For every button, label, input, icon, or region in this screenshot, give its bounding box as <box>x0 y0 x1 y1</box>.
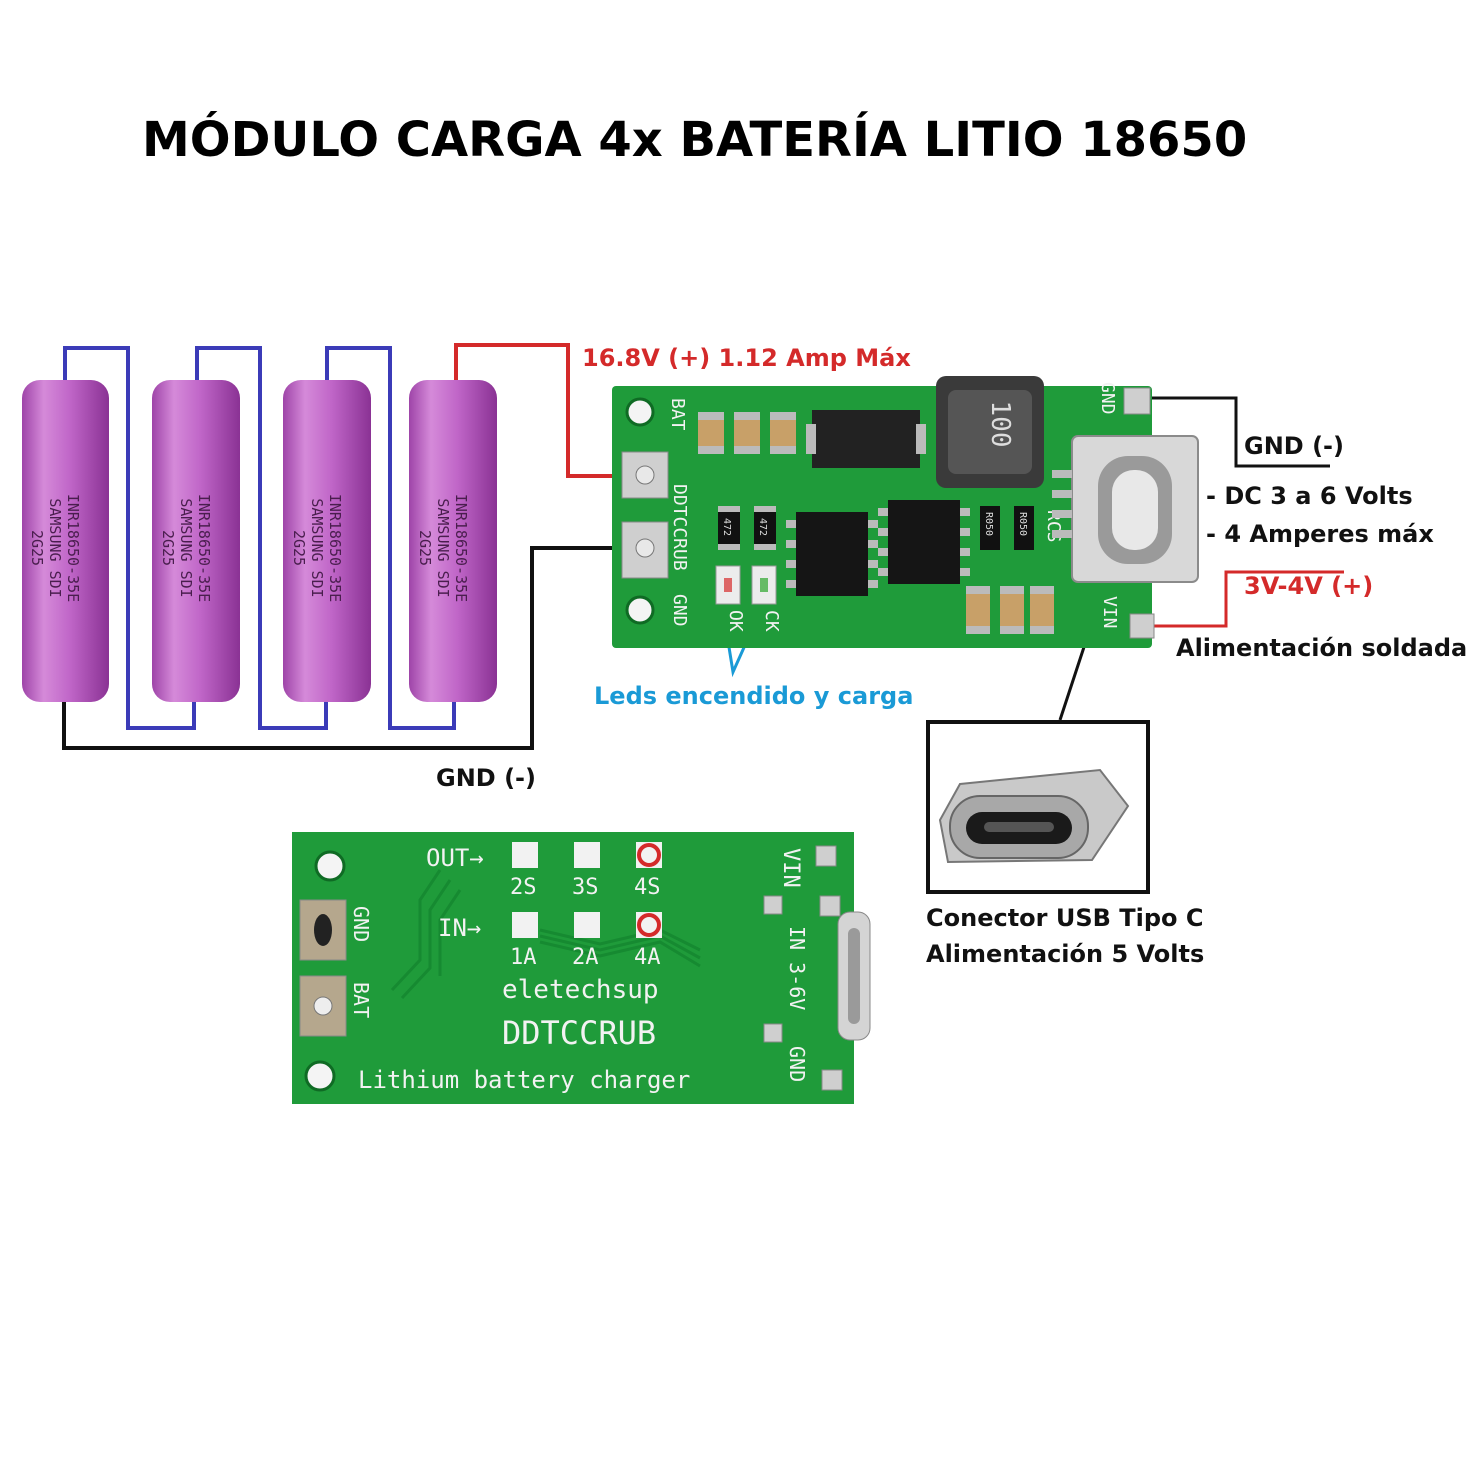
positive-wire <box>454 343 640 478</box>
bottom-gnd-right-label: GND <box>785 1046 809 1082</box>
model-label: DDTCCRUB <box>502 1014 656 1052</box>
board-gnd-right-label: GND <box>1097 382 1118 415</box>
link-wire-2 <box>195 346 328 730</box>
vin-wire <box>1145 570 1344 628</box>
battery-1-model: INR18650-35E <box>64 494 82 602</box>
board-bat-label: BAT <box>667 398 688 431</box>
charger-board-top: BAT DDTCCRUB GND 100 472 472 OK CK <box>612 376 1199 648</box>
gnd-pad-bottom-right <box>821 1069 843 1091</box>
current-2a: 2A <box>572 945 599 970</box>
page-title: MÓDULO CARGA 4x BATERÍA LITIO 18650 <box>142 112 1248 168</box>
usb-label-line1: Conector USB Tipo C <box>926 904 1204 932</box>
board-gnd-left-label: GND <box>669 594 690 627</box>
ic-chip-1 <box>786 512 878 596</box>
resistor-472-a <box>718 510 740 546</box>
battery-4: INR18650-35E SAMSUNG SDI 2G25 <box>409 380 497 702</box>
battery-3-model: INR18650-35E <box>326 494 344 602</box>
led-ck <box>751 565 777 605</box>
capacitors-bottom <box>966 586 1054 634</box>
series-wires <box>63 346 456 730</box>
desc-label: Lithium battery charger <box>358 1066 690 1094</box>
amps-max-label: - 4 Amperes máx <box>1206 520 1434 548</box>
jumper-2a <box>574 912 600 938</box>
mount-hole <box>625 397 655 427</box>
battery-pack: INR18650-35E SAMSUNG SDI 2G25 INR18650-3… <box>22 380 497 702</box>
charger-board-bottom: GND BAT OUT→ 2S 3S 4S IN→ 1A 2A 4A elete… <box>292 832 871 1104</box>
battery-3: INR18650-35E SAMSUNG SDI 2G25 <box>283 380 371 702</box>
resistor-r050-b <box>1014 506 1034 550</box>
brand-label: eletechsup <box>502 975 659 1005</box>
output-4s: 4S <box>634 875 661 900</box>
link-wire-1 <box>63 346 196 730</box>
resistor-r050-a-label: R050 <box>983 512 994 536</box>
resistor-r050-a <box>980 506 1000 550</box>
mount-hole <box>314 850 346 882</box>
bottom-vin-label: VIN <box>778 848 803 888</box>
battery-2-model: INR18650-35E <box>195 494 213 602</box>
in-label: IN→ <box>438 914 481 942</box>
gnd-top-label: GND (-) <box>1244 432 1344 460</box>
battery-1-brand: SAMSUNG SDI <box>46 498 64 597</box>
usb-c-inset <box>926 720 1150 894</box>
gnd-top-wire <box>1140 396 1330 468</box>
ic-chip-2 <box>878 500 970 584</box>
board-name-label: DDTCCRUB <box>669 484 690 571</box>
vin-pad-bottom <box>815 845 837 867</box>
bottom-in-range-label: IN 3-6V <box>785 926 809 1010</box>
negative-wire <box>62 546 640 750</box>
bat-positive-label: 16.8V (+) 1.12 Amp Máx <box>582 344 911 372</box>
bottom-gnd-label: GND <box>349 906 373 942</box>
gnd-pad-right <box>1123 387 1151 415</box>
output-2s: 2S <box>510 875 537 900</box>
battery-2: INR18650-35E SAMSUNG SDI 2G25 <box>152 380 240 702</box>
battery-2-code: 2G25 <box>159 530 177 566</box>
board-vin-label: VIN <box>1099 596 1120 629</box>
jumper-4a-marker <box>637 913 661 937</box>
diode <box>812 410 920 468</box>
capacitors-top <box>698 412 796 454</box>
resistor-472-b <box>754 510 776 546</box>
battery-4-brand: SAMSUNG SDI <box>434 498 452 597</box>
mount-hole <box>304 1060 336 1092</box>
output-3s: 3S <box>572 875 599 900</box>
link-wire-3 <box>325 346 456 730</box>
vin-range-label: 3V-4V (+) <box>1244 572 1374 600</box>
mount-hole <box>625 595 655 625</box>
battery-4-code: 2G25 <box>416 530 434 566</box>
dc-range-label: - DC 3 a 6 Volts <box>1206 482 1413 510</box>
resistor-r050-b-label: R050 <box>1017 512 1028 536</box>
resistor-472-a-label: 472 <box>721 518 732 536</box>
battery-1-code: 2G25 <box>28 530 46 566</box>
vin-pad <box>1129 613 1155 639</box>
battery-2-brand: SAMSUNG SDI <box>177 498 195 597</box>
battery-1: INR18650-35E SAMSUNG SDI 2G25 <box>22 380 109 702</box>
usb-label-line2: Alimentación 5 Volts <box>926 940 1205 968</box>
jumper-1a <box>512 912 538 938</box>
battery-4-model: INR18650-35E <box>452 494 470 602</box>
bottom-bat-label: BAT <box>349 982 373 1018</box>
current-4a: 4A <box>634 945 661 970</box>
jumper-2s <box>512 842 538 868</box>
out-label: OUT→ <box>426 844 484 872</box>
resistor-472-b-label: 472 <box>757 518 768 536</box>
led-ck-label: CK <box>761 610 782 632</box>
gnd-bottom-label: GND (-) <box>436 764 536 792</box>
pcb-traces <box>390 869 701 1000</box>
leds-label: Leds encendido y carga <box>594 682 914 710</box>
led-ok-label: OK <box>725 610 746 632</box>
jumper-3s <box>574 842 600 868</box>
jumper-4s-marker <box>637 843 661 867</box>
current-1a: 1A <box>510 945 537 970</box>
battery-3-brand: SAMSUNG SDI <box>308 498 326 597</box>
inductor-label: 100 <box>985 401 1015 448</box>
battery-3-code: 2G25 <box>290 530 308 566</box>
soldered-power-label: Alimentación soldada <box>1176 634 1468 662</box>
